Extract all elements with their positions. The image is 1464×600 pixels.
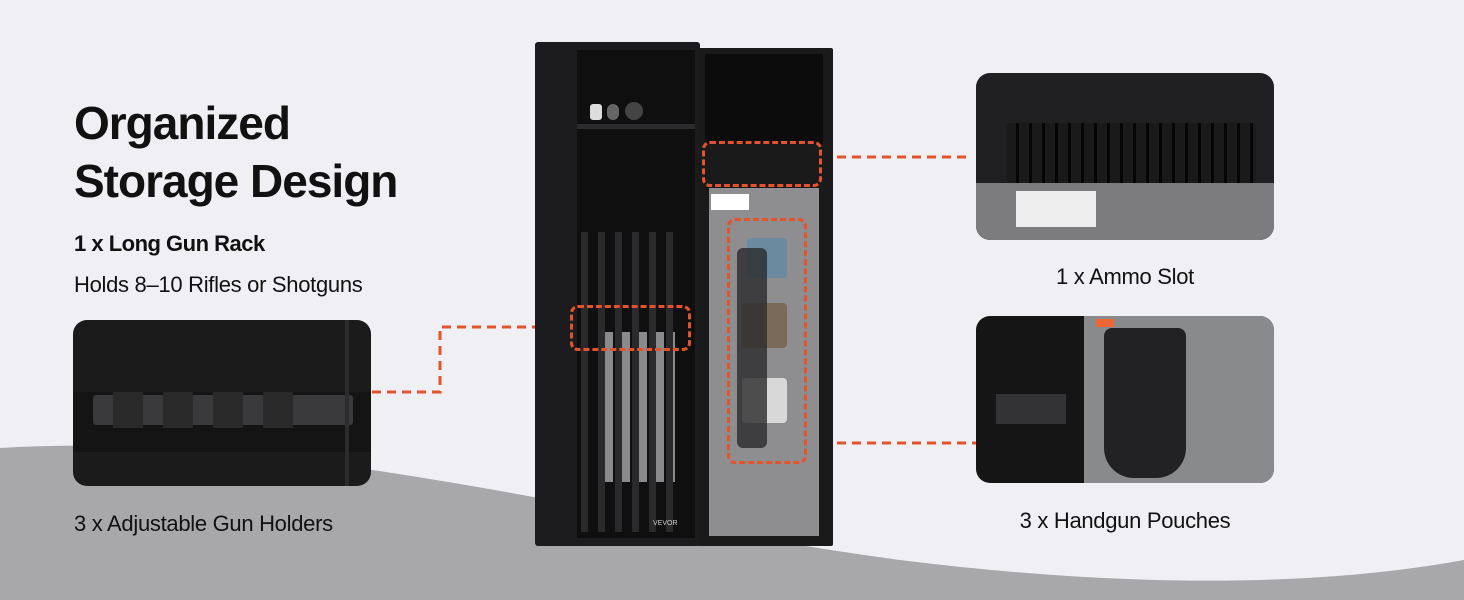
ammo-slot-highlight xyxy=(702,141,822,187)
rack-title: 1 x Long Gun Rack xyxy=(74,231,265,256)
brand-badge: VEVOR xyxy=(653,520,678,527)
holder-connector xyxy=(372,325,570,394)
gun-holders-caption: 3 x Adjustable Gun Holders xyxy=(74,511,333,536)
gun-safe: VEVOR xyxy=(535,42,700,546)
ammo-slot-caption: 1 x Ammo Slot xyxy=(1056,264,1194,289)
safe-door xyxy=(697,48,833,546)
gun-holders-photo xyxy=(73,320,371,486)
rack-description: Holds 8–10 Rifles or Shotguns xyxy=(74,272,363,297)
gun-holders-highlight xyxy=(570,305,691,351)
handgun-pouches-highlight xyxy=(727,218,807,464)
handgun-pouches-caption: 3 x Handgun Pouches xyxy=(1019,508,1231,533)
handgun-pouches-photo xyxy=(976,316,1274,483)
title-line-2: Storage Design xyxy=(74,155,398,207)
page-title: Organized Storage Design xyxy=(74,94,398,210)
title-line-1: Organized xyxy=(74,97,291,149)
ammo-slot-photo xyxy=(976,73,1274,240)
